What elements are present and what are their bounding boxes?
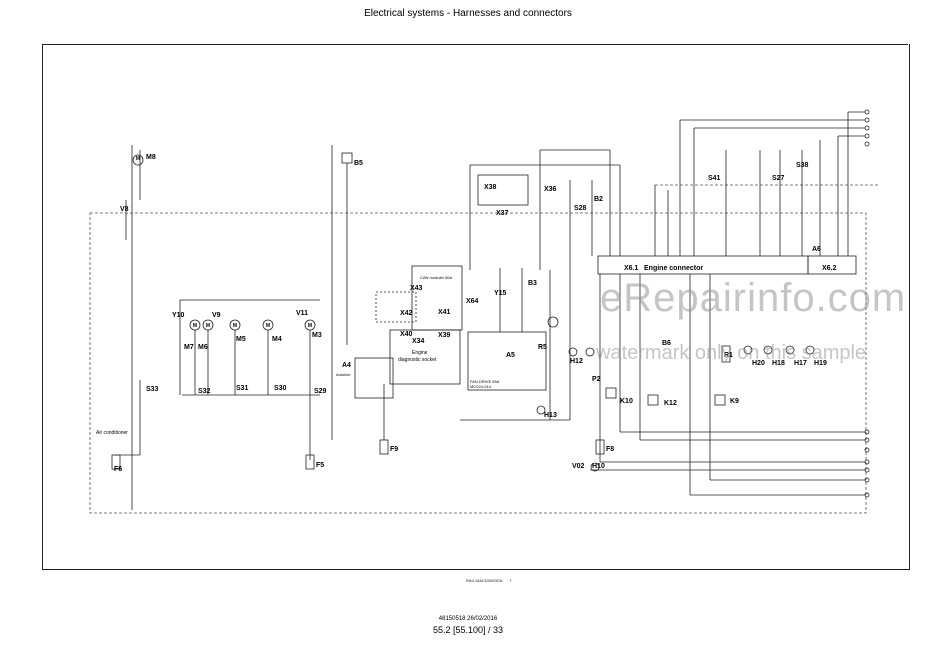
svg-text:M: M bbox=[266, 323, 270, 329]
label-engine-diag-2: diagnostic socket bbox=[398, 357, 437, 363]
label-S31: S31 bbox=[236, 385, 249, 392]
svg-text:M: M bbox=[136, 156, 140, 162]
svg-text:M: M bbox=[308, 323, 312, 329]
label-air-conditioner: Air conditioner bbox=[96, 430, 128, 436]
label-S38: S38 bbox=[796, 162, 809, 169]
watermark-main: eRepairinfo.com bbox=[600, 276, 907, 320]
label-X41: X41 bbox=[438, 309, 451, 316]
label-S30: S30 bbox=[274, 385, 287, 392]
label-M8: M8 bbox=[146, 154, 156, 161]
label-V8: V8 bbox=[120, 206, 129, 213]
label-S41: S41 bbox=[708, 175, 721, 182]
label-K10: K10 bbox=[620, 398, 633, 405]
label-Y10: Y10 bbox=[172, 312, 185, 319]
label-Y15: Y15 bbox=[494, 290, 507, 297]
label-X43: X43 bbox=[410, 285, 423, 292]
svg-text:M: M bbox=[206, 323, 210, 329]
label-V02: V02 bbox=[572, 463, 585, 470]
label-X34: X34 bbox=[412, 338, 425, 345]
label-M5: M5 bbox=[236, 336, 246, 343]
label-engine-diag-1: Engine bbox=[412, 350, 428, 356]
label-A4: A4 bbox=[342, 362, 351, 369]
label-M7: M7 bbox=[184, 344, 194, 351]
label-S32: S32 bbox=[198, 388, 211, 395]
label-H17: H17 bbox=[794, 360, 807, 367]
label-M3: M3 bbox=[312, 332, 322, 339]
figure-code: RAIL16ACD0063GA bbox=[466, 578, 503, 583]
label-S27: S27 bbox=[772, 175, 785, 182]
svg-text:M: M bbox=[233, 323, 237, 329]
label-X42: X42 bbox=[400, 310, 413, 317]
label-H10: H10 bbox=[592, 463, 605, 470]
label-S33: S33 bbox=[146, 386, 159, 393]
label-F9: F9 bbox=[390, 446, 399, 453]
watermark-sub: watermark only on this sample bbox=[596, 342, 867, 364]
label-M6: M6 bbox=[198, 344, 208, 351]
label-R1: R1 bbox=[724, 352, 733, 359]
label-H20: H20 bbox=[752, 360, 765, 367]
label-X40: X40 bbox=[400, 331, 413, 338]
label-can-module: CAN moduler 56A bbox=[420, 275, 453, 280]
label-B3: B3 bbox=[528, 280, 537, 287]
label-K12: K12 bbox=[664, 400, 677, 407]
label-B5: B5 bbox=[354, 160, 363, 167]
label-H18: H18 bbox=[772, 360, 785, 367]
drawing-frame bbox=[42, 44, 910, 570]
label-X6-1: X6.1 bbox=[624, 265, 639, 272]
label-X38: X38 bbox=[484, 184, 497, 191]
top-rule bbox=[42, 44, 908, 45]
label-fan-drive-1: FAN DRIVE 55A bbox=[470, 379, 500, 384]
label-B2: B2 bbox=[594, 196, 603, 203]
label-X64: X64 bbox=[466, 298, 479, 305]
label-A6: A6 bbox=[812, 246, 821, 253]
label-engine-connector: Engine connector bbox=[644, 265, 704, 272]
label-V11: V11 bbox=[296, 310, 309, 317]
label-F6: F6 bbox=[114, 466, 123, 473]
label-H12: H12 bbox=[570, 358, 583, 365]
label-X37: X37 bbox=[496, 210, 509, 217]
label-X39: X39 bbox=[438, 332, 451, 339]
label-F5: F5 bbox=[316, 462, 325, 469]
svg-text:M: M bbox=[193, 323, 197, 329]
label-A4-sub: Autoline bbox=[336, 372, 351, 377]
label-fan-drive-2: MC024-014 bbox=[470, 384, 491, 389]
label-V9: V9 bbox=[212, 312, 221, 319]
label-A5: A5 bbox=[506, 352, 515, 359]
label-P2: P2 bbox=[592, 376, 601, 383]
label-S29: S29 bbox=[314, 388, 327, 395]
figure-id: RAIL16ACD0063GA 7 bbox=[466, 578, 512, 583]
footer-code: 48150518 26/02/2016 bbox=[438, 616, 498, 622]
label-S28: S28 bbox=[574, 205, 587, 212]
page-header: Electrical systems - Harnesses and conne… bbox=[364, 8, 572, 19]
label-X36: X36 bbox=[544, 186, 557, 193]
figure-number: 7 bbox=[509, 578, 512, 583]
label-M4: M4 bbox=[272, 336, 282, 343]
label-R5: R5 bbox=[538, 344, 547, 351]
label-H19: H19 bbox=[814, 360, 827, 367]
label-F8: F8 bbox=[606, 446, 615, 453]
footer-page: 55.2 [55.100] / 33 bbox=[432, 625, 504, 635]
label-X6-2: X6.2 bbox=[822, 265, 837, 272]
label-H13: H13 bbox=[544, 412, 557, 419]
label-K9: K9 bbox=[730, 398, 739, 405]
label-B6: B6 bbox=[662, 340, 671, 347]
